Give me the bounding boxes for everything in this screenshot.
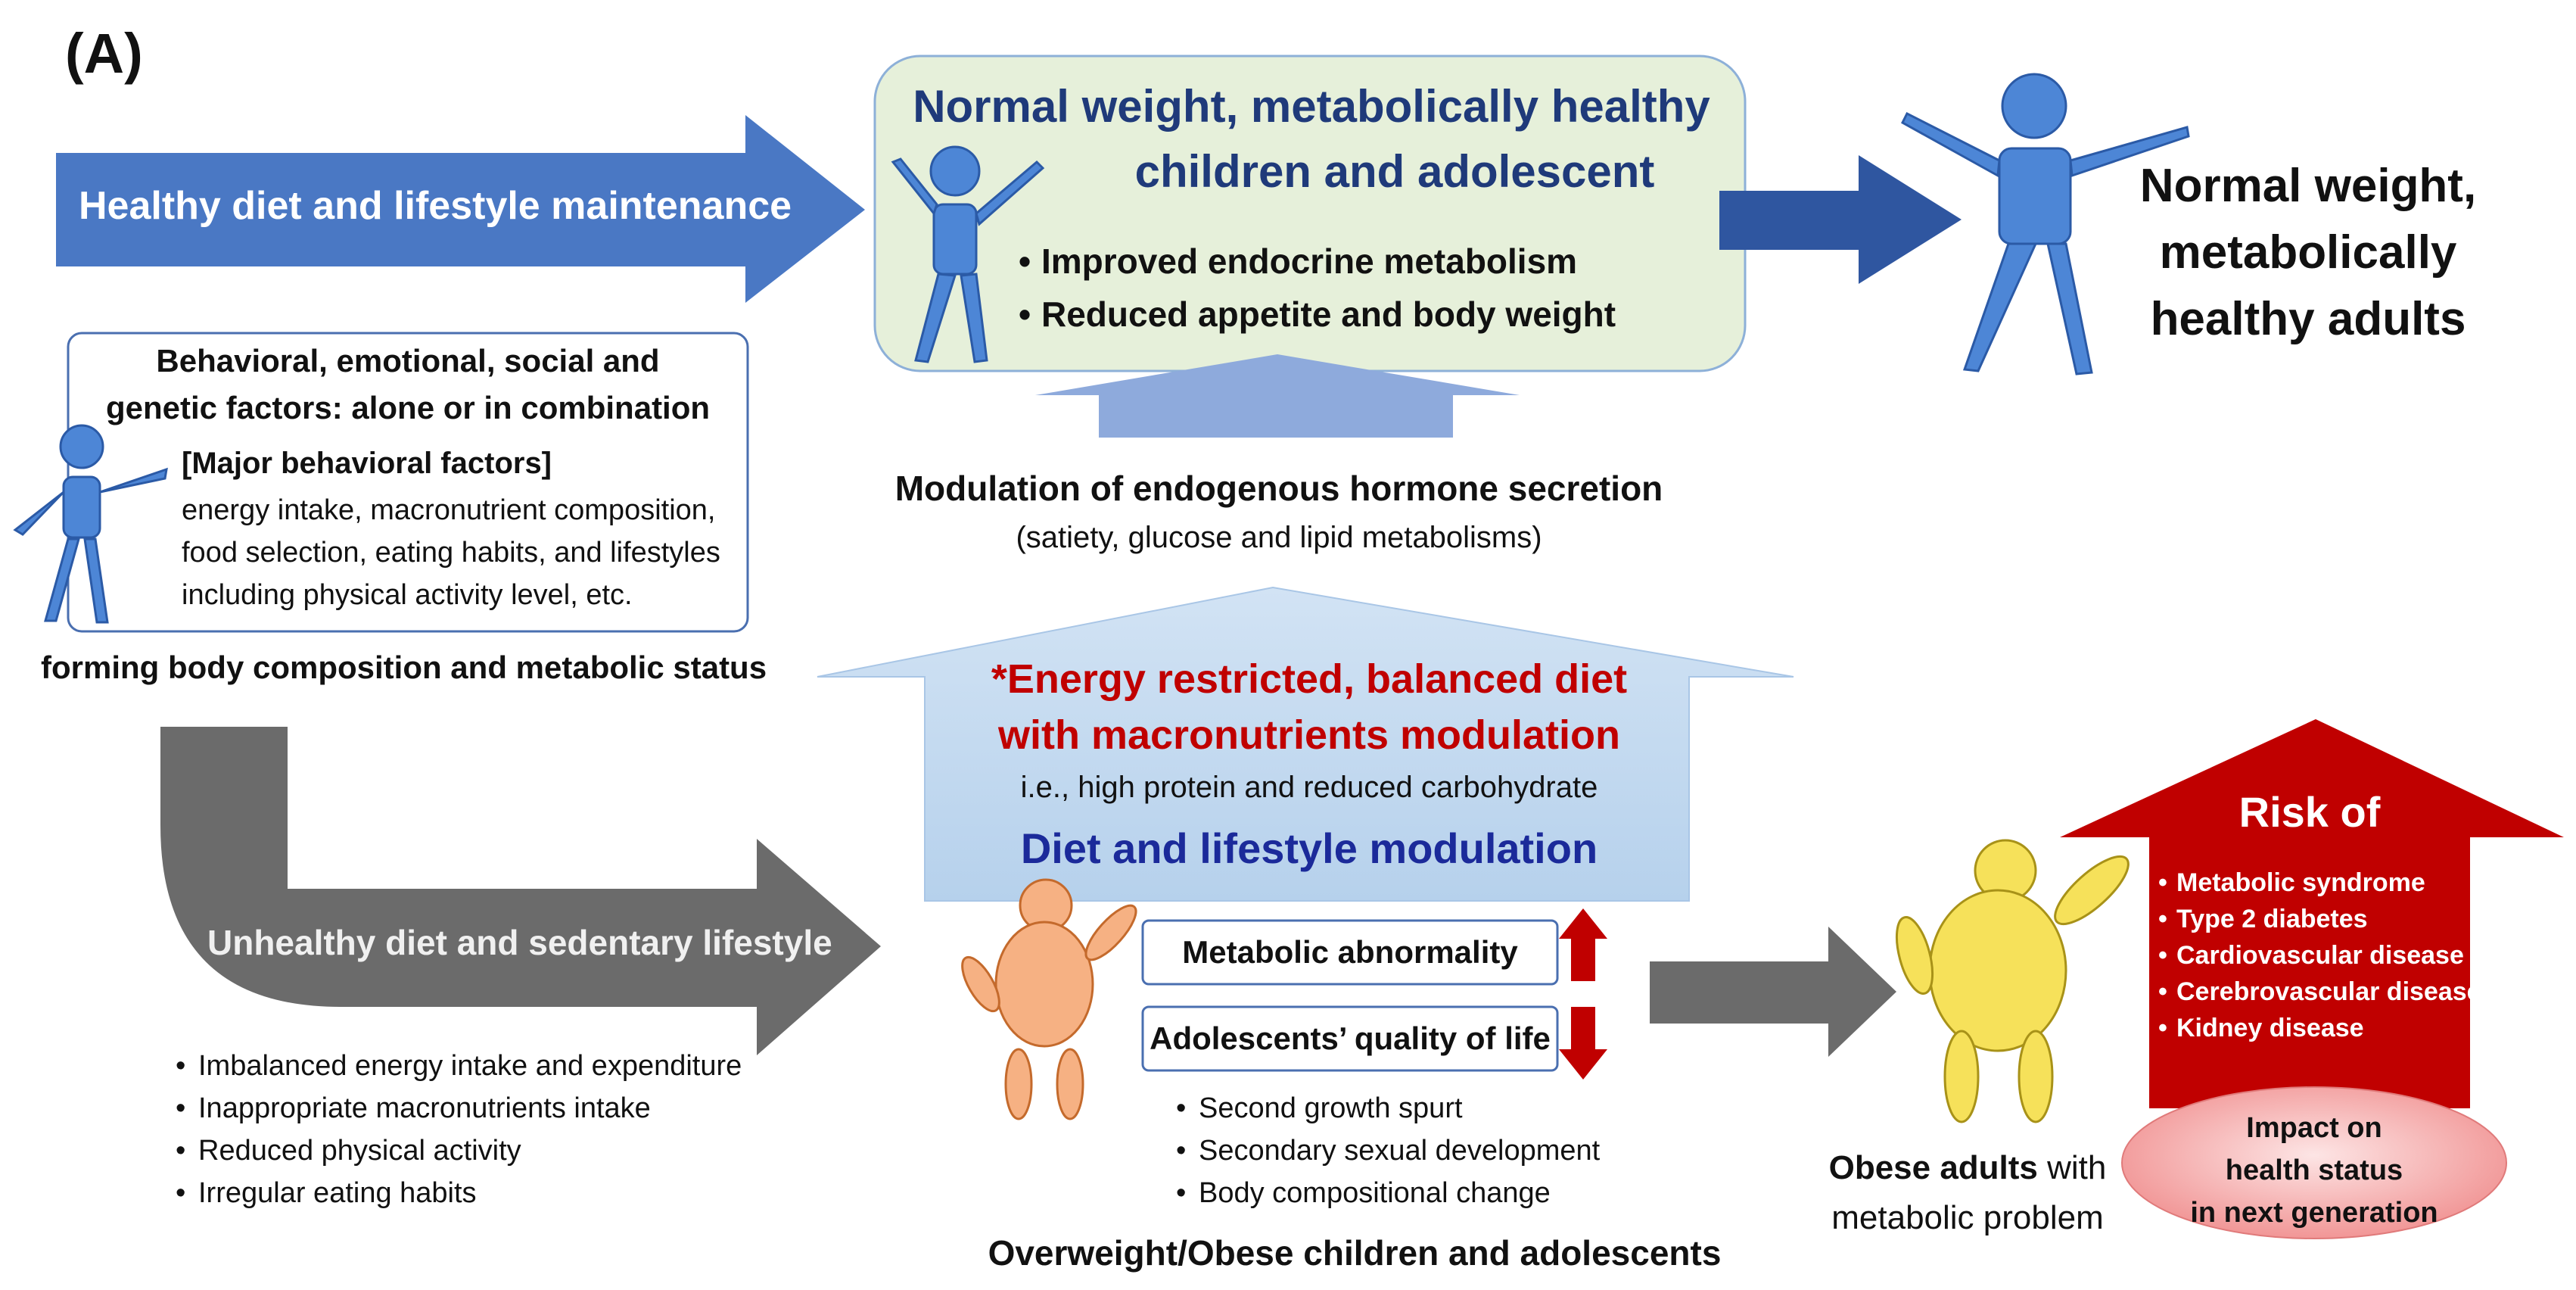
diet-line4: Diet and lifestyle modulation xyxy=(1020,824,1598,872)
factors-title-line2: genetic factors: alone or in combination xyxy=(105,390,711,425)
obese-adults-with: with xyxy=(2037,1149,2107,1186)
healthy-children-title-line2: children and adolescent xyxy=(1134,146,1655,197)
factors-title: Behavioral, emotional, social and geneti… xyxy=(73,338,743,432)
decrease-arrow xyxy=(1559,1007,1607,1080)
factors-title-line1: Behavioral, emotional, social and xyxy=(156,343,660,379)
healthy-arrow-label: Healthy diet and lifestyle maintenance xyxy=(79,184,792,228)
healthy-bullet-1: Improved endocrine metabolism xyxy=(1019,235,1616,288)
children-bullet-3: Body compositional change xyxy=(1176,1172,1600,1214)
unhealthy-bullet-4: Irregular eating habits xyxy=(176,1172,742,1214)
impact-line1: Impact on xyxy=(2246,1112,2382,1144)
obese-adults-bold: Obese adults xyxy=(1828,1149,2038,1186)
healthy-adults-line1: Normal weight, xyxy=(2139,160,2477,212)
risk-item-1: Metabolic syndrome xyxy=(2158,865,2481,901)
impact-ellipse xyxy=(2121,1086,2507,1239)
quality-of-life-box xyxy=(1141,1005,1559,1072)
to-healthy-adults-arrow xyxy=(1719,155,1962,284)
impact-text: Impact on health status in next generati… xyxy=(2134,1107,2494,1234)
modulation-title: Modulation of endogenous hormone secreti… xyxy=(894,469,1663,508)
healthy-adults-line2: metabolically xyxy=(2159,226,2457,279)
unhealthy-lifestyle-arrow xyxy=(160,727,881,1055)
healthy-children-bullets: Improved endocrine metabolism Reduced ap… xyxy=(1019,235,1616,341)
factors-subhead: [Major behavioral factors] xyxy=(182,447,552,480)
metabolic-abnormality-box xyxy=(1141,919,1559,986)
hormone-modulation-up-arrow xyxy=(1035,354,1520,438)
to-obese-adults-arrow xyxy=(1650,927,1896,1057)
obese-adults-label: Obese adults with metabolic problem xyxy=(1801,1143,2134,1243)
diet-modulation-arrow xyxy=(817,586,1794,902)
metabolic-abnormality-label: Metabolic abnormality xyxy=(1182,934,1518,970)
risk-item-2: Type 2 diabetes xyxy=(2158,901,2481,937)
child-figure-blue-icon xyxy=(891,145,1045,363)
obese-adults-line2: metabolic problem xyxy=(1831,1199,2104,1236)
impact-line2: health status xyxy=(2225,1154,2403,1186)
healthy-adults-label: Normal weight, metabolically healthy adu… xyxy=(2096,153,2520,353)
children-caption: Overweight/Obese children and adolescent… xyxy=(988,1233,1722,1273)
children-bullet-1: Second growth spurt xyxy=(1176,1087,1600,1130)
adult-figure-yellow-icon xyxy=(1895,839,2130,1123)
factors-line-2: food selection, eating habits, and lifes… xyxy=(182,537,720,569)
healthy-adults-line3: healthy adults xyxy=(2150,293,2466,345)
risk-item-5: Kidney disease xyxy=(2158,1010,2481,1046)
healthy-bullet-2: Reduced appetite and body weight xyxy=(1019,288,1616,341)
children-bullets: Second growth spurt Secondary sexual dev… xyxy=(1176,1087,1600,1214)
adult-figure-blue-icon xyxy=(1901,73,2190,375)
unhealthy-arrow-label: Unhealthy diet and sedentary lifestyle xyxy=(207,923,832,962)
diet-line3: i.e., high protein and reduced carbohydr… xyxy=(1020,771,1598,804)
unhealthy-bullets: Imbalanced energy intake and expenditure… xyxy=(176,1045,742,1214)
risk-list: Metabolic syndrome Type 2 diabetes Cardi… xyxy=(2158,865,2481,1046)
factors-lines: energy intake, macronutrient composition… xyxy=(182,489,720,616)
children-bullet-2: Secondary sexual development xyxy=(1176,1130,1600,1172)
diet-line2: with macronutrients modulation xyxy=(997,712,1621,758)
factors-caption: forming body composition and metabolic s… xyxy=(41,650,767,685)
unhealthy-bullet-2: Inappropriate macronutrients intake xyxy=(176,1087,742,1130)
diet-line1: *Energy restricted, balanced diet xyxy=(991,656,1628,702)
increase-arrow xyxy=(1559,908,1607,981)
factors-line-1: energy intake, macronutrient composition… xyxy=(182,494,716,526)
impact-line3: in next generation xyxy=(2190,1197,2438,1229)
healthy-lifestyle-arrow xyxy=(56,115,865,303)
risk-title: Risk of xyxy=(2238,788,2381,836)
healthy-children-title-line1: Normal weight, metabolically healthy xyxy=(913,81,1710,132)
risk-item-4: Cerebrovascular disease xyxy=(2158,974,2481,1010)
unhealthy-bullet-3: Reduced physical activity xyxy=(176,1130,742,1172)
healthy-children-title: Normal weight, metabolically healthy chi… xyxy=(885,74,1738,204)
factors-line-3: including physical activity level, etc. xyxy=(182,579,633,611)
panel-label: (A) xyxy=(65,22,143,85)
unhealthy-bullet-1: Imbalanced energy intake and expenditure xyxy=(176,1045,742,1087)
risk-item-3: Cardiovascular disease xyxy=(2158,937,2481,974)
quality-of-life-label: Adolescents’ quality of life xyxy=(1150,1020,1551,1056)
child-figure-orange-icon xyxy=(961,878,1137,1120)
child-figure-blue-small-icon xyxy=(13,424,168,624)
modulation-subtitle: (satiety, glucose and lipid metabolisms) xyxy=(1016,521,1542,554)
